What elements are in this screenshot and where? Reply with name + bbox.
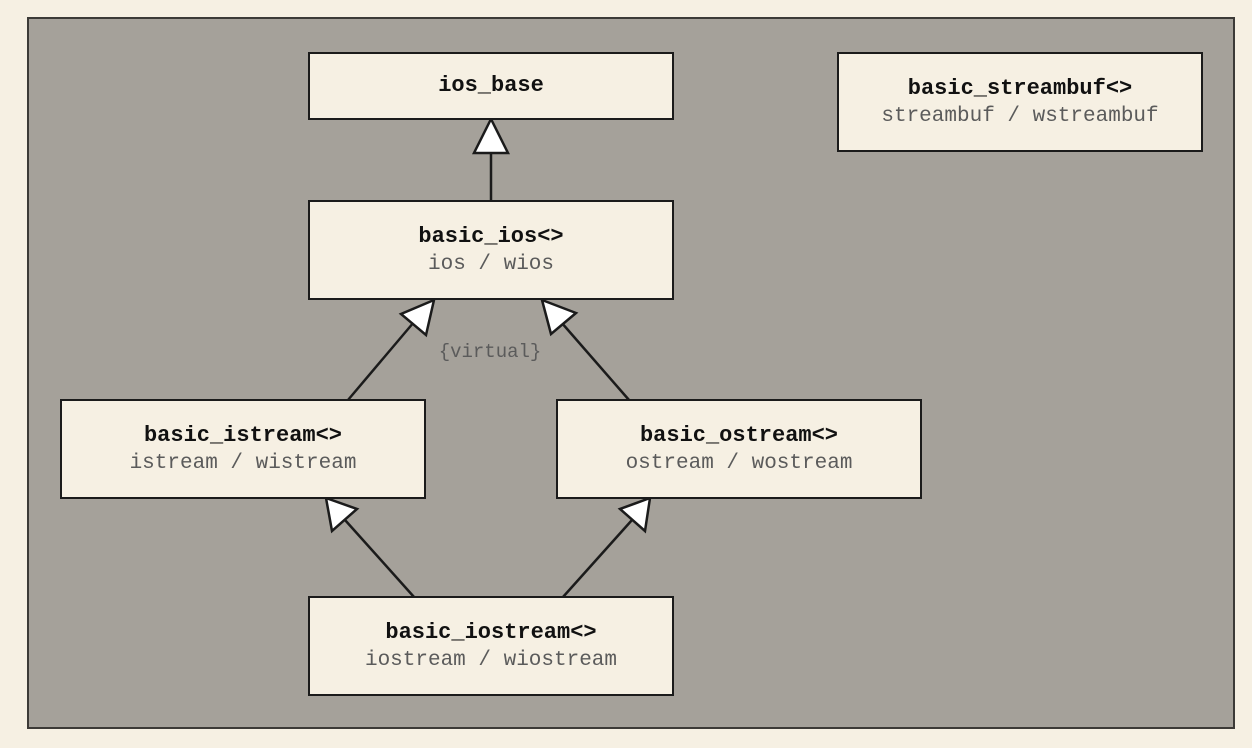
node-name: basic_istream<> [143, 422, 343, 448]
arrowhead-ios-base-icon [471, 116, 511, 155]
arrowhead-basic-ios-left-icon [398, 297, 436, 338]
node-name: basic_ios<> [418, 223, 564, 249]
node-name: ios_base [438, 73, 544, 98]
node-name: basic_iostream<> [385, 619, 597, 645]
node-basic-istream: basic_istream<> istream / wistream [60, 399, 426, 499]
node-name: basic_ostream<> [639, 422, 839, 448]
node-alias: istream / wistream [129, 451, 357, 475]
node-basic-streambuf: basic_streambuf<> streambuf / wstreambuf [837, 52, 1203, 152]
node-ios-base: ios_base [308, 52, 674, 120]
virtual-label: {virtual} [438, 341, 542, 363]
arrowhead-basic-ostream-icon [617, 496, 652, 534]
edge-basic-iostream-to-basic-ostream [562, 519, 633, 598]
node-basic-ostream: basic_ostream<> ostream / wostream [556, 399, 922, 499]
edge-basic-istream-to-basic-ios [347, 321, 415, 401]
node-alias: ios / wios [427, 252, 555, 276]
edge-basic-iostream-to-basic-istream [344, 519, 415, 598]
arrowhead-basic-istream-icon [324, 496, 360, 534]
node-basic-ios: basic_ios<> ios / wios [308, 200, 674, 300]
node-basic-iostream: basic_iostream<> iostream / wiostream [308, 596, 674, 696]
node-alias: ostream / wostream [625, 451, 853, 475]
node-alias: iostream / wiostream [364, 648, 618, 672]
node-alias: streambuf / wstreambuf [881, 104, 1159, 128]
edge-basic-ostream-to-basic-ios [560, 321, 630, 401]
arrowhead-basic-ios-right-icon [540, 297, 579, 337]
node-name: basic_streambuf<> [907, 75, 1133, 101]
